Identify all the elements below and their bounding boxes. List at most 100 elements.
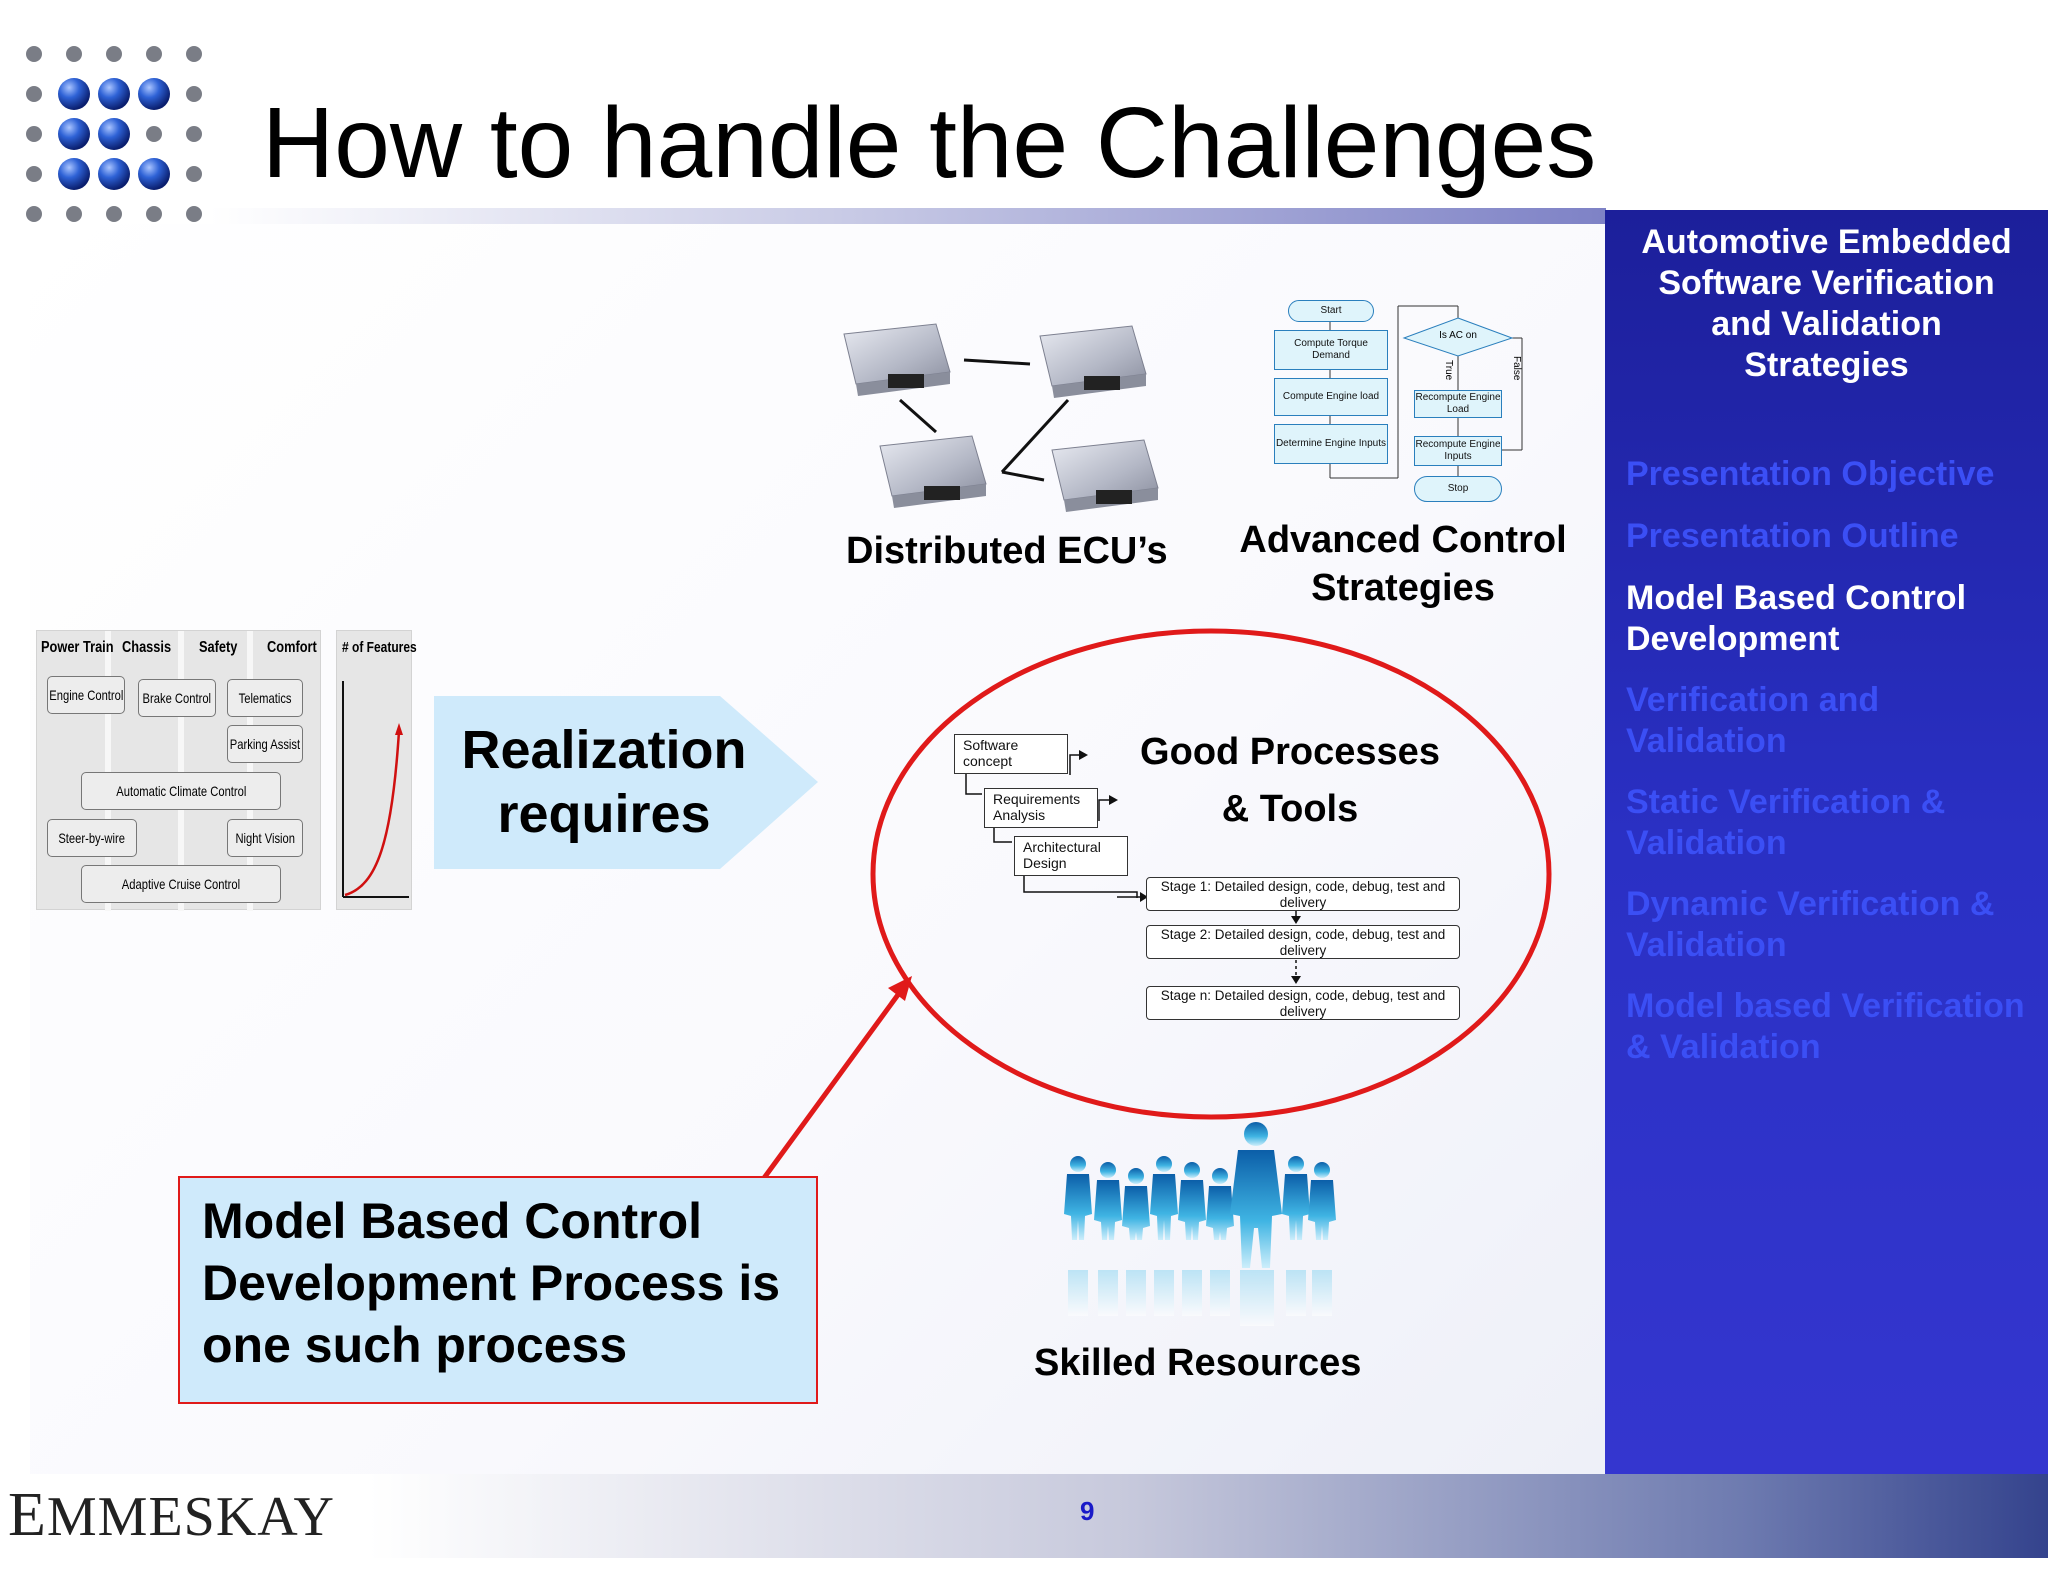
- logo-dot-blue: [58, 158, 90, 190]
- flow-engine-load-node: Compute Engine load: [1274, 378, 1388, 416]
- logo-dot-gray: [26, 126, 42, 142]
- person-head: [1212, 1168, 1228, 1184]
- control-label-line: Advanced Control: [1239, 519, 1567, 561]
- person-reflection: [1098, 1270, 1118, 1316]
- logo-dot-gray: [186, 206, 202, 222]
- feature-box: Automatic Climate Control: [81, 772, 281, 810]
- sidebar-heading-line: Strategies: [1744, 346, 1909, 384]
- logo-dot-blue: [98, 78, 130, 110]
- sidebar-item-static-verification[interactable]: Static Verification & Validation: [1626, 783, 1946, 862]
- logo-dot-blue: [138, 158, 170, 190]
- feature-box: Brake Control: [138, 679, 216, 717]
- person-reflection: [1126, 1270, 1146, 1316]
- logo-dot-blue: [58, 78, 90, 110]
- person-silhouette: [1094, 1180, 1122, 1240]
- flow-recompute-load-node: Recompute Engine Load: [1414, 390, 1502, 418]
- sidebar-heading-line: and Validation: [1711, 305, 1942, 343]
- callout-pointer-arrowhead: [888, 976, 912, 1001]
- title-underline: [210, 208, 1606, 224]
- process-stage-box: Stage 2: Detailed design, code, debug, t…: [1146, 925, 1460, 959]
- processes-title-line: & Tools: [1221, 788, 1359, 830]
- sidebar-item-model-based-verification[interactable]: Model based Verification & Validation: [1626, 987, 2025, 1066]
- callout-line: one such process: [202, 1317, 628, 1373]
- logo-dot-gray: [186, 126, 202, 142]
- person-head: [1100, 1162, 1116, 1178]
- process-step-box: Software concept: [954, 734, 1068, 774]
- skilled-resources-label: Skilled Resources: [1034, 1342, 1362, 1384]
- person-silhouette: [1308, 1180, 1336, 1240]
- flow-torque-node: Compute Torque Demand: [1274, 330, 1388, 370]
- sidebar-item-presentation-outline[interactable]: Presentation Outline: [1626, 517, 1959, 555]
- person-head: [1070, 1156, 1086, 1172]
- logo-dot-blue: [98, 118, 130, 150]
- person-reflection: [1210, 1270, 1230, 1316]
- processes-title: Good Processes & Tools: [1120, 724, 1460, 838]
- sidebar-item-model-based-control[interactable]: Model Based Control Development: [1626, 579, 1967, 658]
- person-silhouette: [1178, 1180, 1206, 1240]
- logo-dot-gray: [26, 166, 42, 182]
- feature-box: Parking Assist: [227, 725, 303, 763]
- logo-dot-blue: [98, 158, 130, 190]
- feature-box: Telematics: [227, 679, 303, 717]
- person-silhouette: [1122, 1186, 1150, 1240]
- feature-column-header: Safety: [199, 639, 238, 656]
- person-reflection: [1312, 1270, 1332, 1316]
- control-strategies-label: Advanced Control Strategies: [1228, 516, 1578, 612]
- logo-dot-gray: [66, 46, 82, 62]
- processes-highlight-ellipse: [870, 628, 1552, 1120]
- person-head: [1128, 1168, 1144, 1184]
- person-silhouette: [1206, 1186, 1234, 1240]
- logo-dot-gray: [26, 46, 42, 62]
- feature-column-header: Power Train: [41, 639, 114, 656]
- person-head: [1184, 1162, 1200, 1178]
- person-reflection: [1182, 1270, 1202, 1316]
- leader-reflection: [1240, 1270, 1274, 1326]
- logo-dot-gray: [26, 86, 42, 102]
- logo-dot-gray: [186, 166, 202, 182]
- person-silhouette: [1150, 1174, 1178, 1240]
- callout-box: [178, 1176, 818, 1404]
- feature-box: Night Vision: [227, 819, 303, 857]
- realization-line: requires: [497, 784, 711, 844]
- process-step-box: Architectural Design: [1014, 836, 1128, 876]
- person-reflection: [1154, 1270, 1174, 1316]
- sidebar-heading-line: Software Verification: [1658, 264, 1995, 302]
- logo-dot-gray: [186, 86, 202, 102]
- sidebar-item-presentation-objective[interactable]: Presentation Objective: [1626, 455, 1995, 493]
- feature-box: Adaptive Cruise Control: [81, 865, 281, 903]
- realization-arrow-shape: [434, 696, 818, 869]
- logo-dot-gray: [146, 206, 162, 222]
- logo-dot-gray: [106, 46, 122, 62]
- ecu-label: Distributed ECU’s: [846, 530, 1168, 572]
- person-silhouette: [1282, 1174, 1310, 1240]
- feature-box: Engine Control: [47, 676, 125, 714]
- flow-start-node: Start: [1288, 300, 1374, 322]
- flow-decision-label: Is AC on: [1439, 330, 1477, 341]
- sidebar-heading-line: Automotive Embedded: [1641, 223, 2012, 261]
- logo-dot-gray: [146, 46, 162, 62]
- flow-recompute-inputs-node: Recompute Engine Inputs: [1414, 436, 1502, 466]
- logo-dot-blue: [58, 118, 90, 150]
- realization-line: Realization: [461, 720, 747, 780]
- person-head: [1288, 1156, 1304, 1172]
- company-logo-dots: [26, 46, 202, 222]
- process-stage-box: Stage 1: Detailed design, code, debug, t…: [1146, 877, 1460, 911]
- sidebar-item-verification-validation[interactable]: Verification and Validation: [1626, 681, 1880, 760]
- person-reflection: [1068, 1270, 1088, 1316]
- skilled-resources-image: [1064, 1122, 1336, 1326]
- control-flowchart: Start Compute Torque Demand Compute Engi…: [1268, 296, 1530, 508]
- logo-dot-gray: [66, 206, 82, 222]
- logo-dot-gray: [106, 206, 122, 222]
- person-silhouette: [1064, 1174, 1092, 1240]
- footer-bar: [0, 1474, 2048, 1558]
- sidebar-heading: Automotive Embedded Software Verificatio…: [1605, 222, 2048, 386]
- logo-dot-blue: [138, 78, 170, 110]
- control-label-line: Strategies: [1311, 567, 1495, 609]
- process-stage-box: Stage n: Detailed design, code, debug, t…: [1146, 986, 1460, 1020]
- sidebar-item-dynamic-verification[interactable]: Dynamic Verification & Validation: [1626, 885, 1995, 964]
- feature-column-header: Comfort: [267, 639, 317, 656]
- process-step-box: Requirements Analysis: [984, 788, 1098, 828]
- feature-column-header: Chassis: [122, 639, 172, 656]
- features-growth-graph: # of Features: [336, 630, 417, 910]
